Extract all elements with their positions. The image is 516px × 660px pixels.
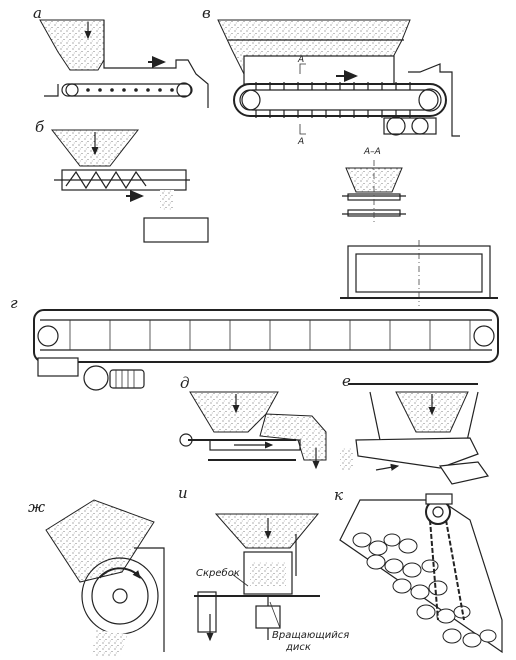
label-d: д — [180, 374, 190, 392]
chute-a — [103, 20, 209, 108]
chain-drum-hub-k — [432, 506, 444, 518]
label-e: е — [342, 372, 351, 390]
pulley-right-a — [176, 82, 192, 98]
callout-disk-line1: Вращающийся — [272, 630, 349, 641]
leader-disk — [269, 601, 281, 629]
panel-v-heavy-apron-feeder: в А А — [202, 4, 460, 147]
hopper-i — [214, 513, 320, 549]
head-sprocket-g — [37, 325, 59, 347]
panel-e-vibrating-feeder: е — [340, 372, 490, 485]
leader-scraper — [231, 573, 249, 587]
label-zh: ж — [28, 498, 45, 516]
sprocket-left-v — [239, 89, 261, 111]
chute-k — [339, 499, 503, 654]
drive-gear-2-v — [411, 117, 429, 135]
casing-zh — [134, 547, 165, 652]
section-mark-upper: А — [297, 55, 304, 65]
material-i — [250, 562, 286, 586]
hopper-zh — [45, 499, 155, 583]
label-b: б — [35, 118, 45, 136]
rocks-k — [352, 532, 497, 648]
rotation-arrow-zh — [99, 568, 141, 579]
panel-a-apron-feeder: а — [33, 4, 209, 108]
drum-hub-zh — [112, 588, 128, 604]
drum-inner-zh — [91, 567, 149, 625]
section-hopper — [345, 167, 403, 193]
panel-i-disk-feeder: и Скребок Вращающийся диск — [178, 484, 349, 653]
label-i: и — [178, 484, 188, 502]
label-v: в — [202, 4, 211, 22]
callout-scraper: Скребок — [196, 567, 240, 579]
discharge-chute-i — [197, 591, 217, 633]
drive-housing-v — [383, 117, 437, 135]
pulley-left-a — [65, 83, 79, 97]
section-cut-bottom-v — [299, 124, 306, 135]
screw-flight-b — [65, 170, 147, 190]
discharge-stream-b — [160, 190, 174, 210]
vibration-arrow-e — [375, 463, 400, 471]
conveyor-frame-g — [33, 309, 499, 363]
label-k: к — [334, 486, 343, 504]
rollers-a — [86, 88, 174, 92]
sprocket-right-v — [418, 88, 442, 112]
motor-g — [109, 369, 145, 389]
conveyor-plates-g — [69, 320, 471, 350]
belt-a — [61, 83, 193, 97]
section-view-aa: А–А — [342, 147, 406, 224]
chain-drive-housing-k — [425, 493, 453, 505]
label-a: а — [33, 4, 42, 22]
receiver-b — [143, 217, 209, 243]
panel-b-screw-feeder: б — [35, 118, 209, 243]
section-cut-top-v — [299, 63, 306, 74]
spring-left-e — [369, 391, 381, 441]
label-g: г — [10, 294, 18, 312]
skirt-v — [243, 55, 395, 85]
drive-gear-1-v — [386, 116, 406, 136]
frame-a — [44, 84, 59, 97]
hanging-chains-k — [429, 519, 465, 621]
section-title: А–А — [363, 147, 381, 157]
material-a — [39, 19, 105, 71]
vibrator-e — [438, 461, 490, 485]
discharge-stream-e — [340, 448, 354, 470]
drive-base-g — [37, 357, 79, 377]
panel-d-plate-feeder: д — [179, 374, 327, 470]
panel-zh-drum-feeder: ж — [28, 498, 165, 656]
discharge-chute-v — [408, 63, 460, 137]
belt-cross-section — [340, 240, 498, 306]
section-mark-lower: А — [297, 137, 304, 147]
trough-e — [355, 437, 479, 469]
drive-i — [255, 605, 281, 629]
chain-links-v — [255, 82, 411, 118]
callout-disk-line2: диск — [285, 642, 311, 653]
gearbox-g — [83, 365, 109, 391]
panel-k-chain-feeder: к — [334, 486, 503, 654]
discharge-zh — [92, 630, 128, 656]
panel-g-plate-conveyor: г — [10, 294, 499, 391]
chain-inner-v — [241, 89, 439, 111]
motor-fins-g — [115, 370, 135, 388]
tail-sprocket-g — [473, 325, 495, 347]
discharge-chute-d — [259, 413, 327, 461]
crank-d — [179, 433, 193, 447]
